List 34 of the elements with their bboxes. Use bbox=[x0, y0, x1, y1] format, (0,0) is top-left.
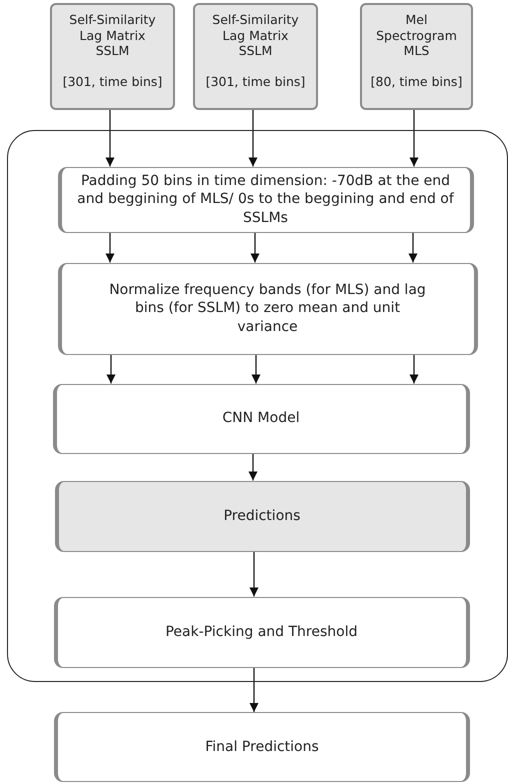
input-name: Mel Spectrogram MLS bbox=[375, 12, 458, 59]
process-box bbox=[58, 262, 478, 354]
box-label: CNN Model bbox=[222, 409, 300, 428]
arrow bbox=[248, 110, 258, 166]
box-label: Final Predictions bbox=[205, 738, 319, 756]
arrow bbox=[410, 354, 418, 384]
input-name: Self-Similarity Lag Matrix SSLM bbox=[211, 12, 300, 59]
arrow bbox=[106, 354, 116, 384]
process-box bbox=[52, 384, 470, 454]
dimension-text: [301, time bins] bbox=[206, 74, 306, 90]
box-label: Predictions bbox=[224, 506, 300, 526]
arrow bbox=[250, 232, 260, 262]
process-box bbox=[54, 712, 470, 782]
arrow bbox=[250, 668, 258, 712]
arrow bbox=[252, 354, 260, 384]
box-label: Peak-Picking and Threshold bbox=[165, 622, 358, 642]
process-box bbox=[58, 166, 474, 232]
input-name: Self-Similarity Lag Matrix SSLM bbox=[68, 12, 157, 59]
input-box bbox=[360, 3, 473, 110]
dimension-text: [301, time bins] bbox=[62, 74, 162, 90]
dimension-text: [80, time bins] bbox=[370, 74, 462, 90]
group-frame bbox=[7, 130, 508, 682]
process-box bbox=[54, 596, 470, 668]
arrow bbox=[106, 110, 114, 166]
input-box bbox=[193, 3, 318, 110]
output-box bbox=[54, 480, 470, 552]
arrow bbox=[106, 232, 114, 262]
arrow bbox=[248, 454, 258, 480]
arrow bbox=[410, 110, 418, 166]
arrow bbox=[250, 552, 258, 596]
box-label: Normalize frequency bands (for MLS) and lag bins (for SSLM) to zero mean and unit variance bbox=[108, 281, 427, 336]
arrow bbox=[408, 232, 418, 262]
input-box bbox=[50, 3, 175, 110]
box-label: Padding 50 bins in time dimension: -70dB at the end and beggining of MLS/ 0s to the beggining and end of SSLMs bbox=[76, 172, 455, 227]
